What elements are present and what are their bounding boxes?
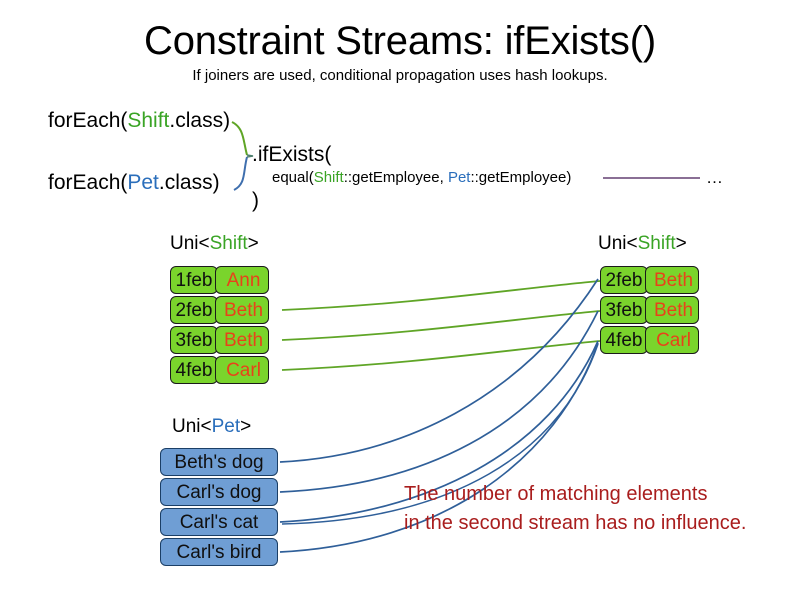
wire-pet-carls-dog bbox=[279, 310, 599, 493]
label-type: Shift bbox=[209, 233, 248, 254]
page-title: Constraint Streams: ifExists() bbox=[144, 19, 656, 63]
code-equal-right-method: ::getEmployee) bbox=[470, 169, 572, 186]
shift-employee-cell: Ann bbox=[215, 266, 269, 294]
shift-date-cell: 2feb bbox=[170, 296, 218, 324]
label-prefix: Uni< bbox=[172, 416, 212, 437]
label-suffix: > bbox=[247, 233, 259, 254]
shift-employee-cell: Beth bbox=[215, 326, 269, 354]
label-type: Shift bbox=[637, 233, 676, 254]
table-row[interactable]: Beth's dog bbox=[160, 448, 278, 476]
shift-date-cell: 1feb bbox=[170, 266, 218, 294]
shift-date-cell: 4feb bbox=[170, 356, 218, 384]
stream-label-pet-left: Uni<Pet> bbox=[172, 415, 251, 439]
code-foreach-pet-prefix: forEach( bbox=[48, 171, 128, 194]
code-foreach-pet-suffix: .class) bbox=[158, 171, 220, 194]
pet-name-cell: Beth's dog bbox=[160, 448, 278, 476]
pet-name-cell: Carl's cat bbox=[160, 508, 278, 536]
annotation-note: The number of matching elements in the s… bbox=[404, 480, 746, 538]
wire-shift-3feb bbox=[281, 310, 601, 341]
code-equal-left-method: ::getEmployee, bbox=[343, 169, 448, 186]
shift-employee-cell: Carl bbox=[215, 356, 269, 384]
shift-date-cell: 4feb bbox=[600, 326, 648, 354]
annotation-line-1: The number of matching elements bbox=[404, 483, 708, 505]
pet-name-cell: Carl's dog bbox=[160, 478, 278, 506]
brace-blue-arm bbox=[233, 156, 248, 191]
wire-pet-beths-dog bbox=[279, 278, 599, 463]
shift-date-cell: 2feb bbox=[600, 266, 648, 294]
shift-employee-cell: Beth bbox=[645, 296, 699, 324]
code-close-paren: ) bbox=[252, 189, 259, 212]
code-equal-prefix: equal( bbox=[272, 169, 314, 186]
code-foreach-shift-suffix: .class) bbox=[169, 109, 231, 132]
label-type: Pet bbox=[211, 416, 241, 437]
stream-label-shift-right: Uni<Shift> bbox=[598, 232, 687, 256]
code-foreach-shift-type: Shift bbox=[127, 109, 170, 132]
table-row[interactable]: Carl's dog bbox=[160, 478, 278, 506]
code-ellipsis: … bbox=[706, 168, 723, 187]
shift-date-cell: 3feb bbox=[600, 296, 648, 324]
pet-name-cell: Carl's bird bbox=[160, 538, 278, 566]
code-foreach-pet: forEach(Pet.class) bbox=[48, 170, 220, 196]
code-equal-left-type: Shift bbox=[313, 169, 344, 186]
stream-label-shift-left: Uni<Shift> bbox=[170, 232, 259, 256]
code-foreach-shift: forEach(Shift.class) bbox=[48, 108, 230, 134]
page-subtitle: If joiners are used, conditional propaga… bbox=[192, 67, 608, 84]
brace-green-arm bbox=[231, 121, 248, 156]
label-suffix: > bbox=[675, 233, 687, 254]
wire-shift-2feb bbox=[281, 280, 601, 311]
shift-employee-cell: Beth bbox=[645, 266, 699, 294]
code-equal-joiner: equal(Shift::getEmployee, Pet::getEmploy… bbox=[272, 168, 571, 188]
wire-shift-4feb bbox=[281, 340, 601, 371]
table-row[interactable]: Carl's bird bbox=[160, 538, 278, 566]
label-prefix: Uni< bbox=[598, 233, 638, 254]
code-equal-right-type: Pet bbox=[447, 169, 471, 186]
shift-employee-cell: Carl bbox=[645, 326, 699, 354]
shift-date-cell: 3feb bbox=[170, 326, 218, 354]
annotation-line-2: in the second stream has no influence. bbox=[404, 512, 747, 534]
label-suffix: > bbox=[240, 416, 252, 437]
code-ifexists: .ifExists( bbox=[252, 143, 332, 166]
code-foreach-shift-prefix: forEach( bbox=[48, 109, 128, 132]
label-prefix: Uni< bbox=[170, 233, 210, 254]
shift-employee-cell: Beth bbox=[215, 296, 269, 324]
table-row[interactable]: Carl's cat bbox=[160, 508, 278, 536]
code-foreach-pet-type: Pet bbox=[127, 171, 159, 194]
